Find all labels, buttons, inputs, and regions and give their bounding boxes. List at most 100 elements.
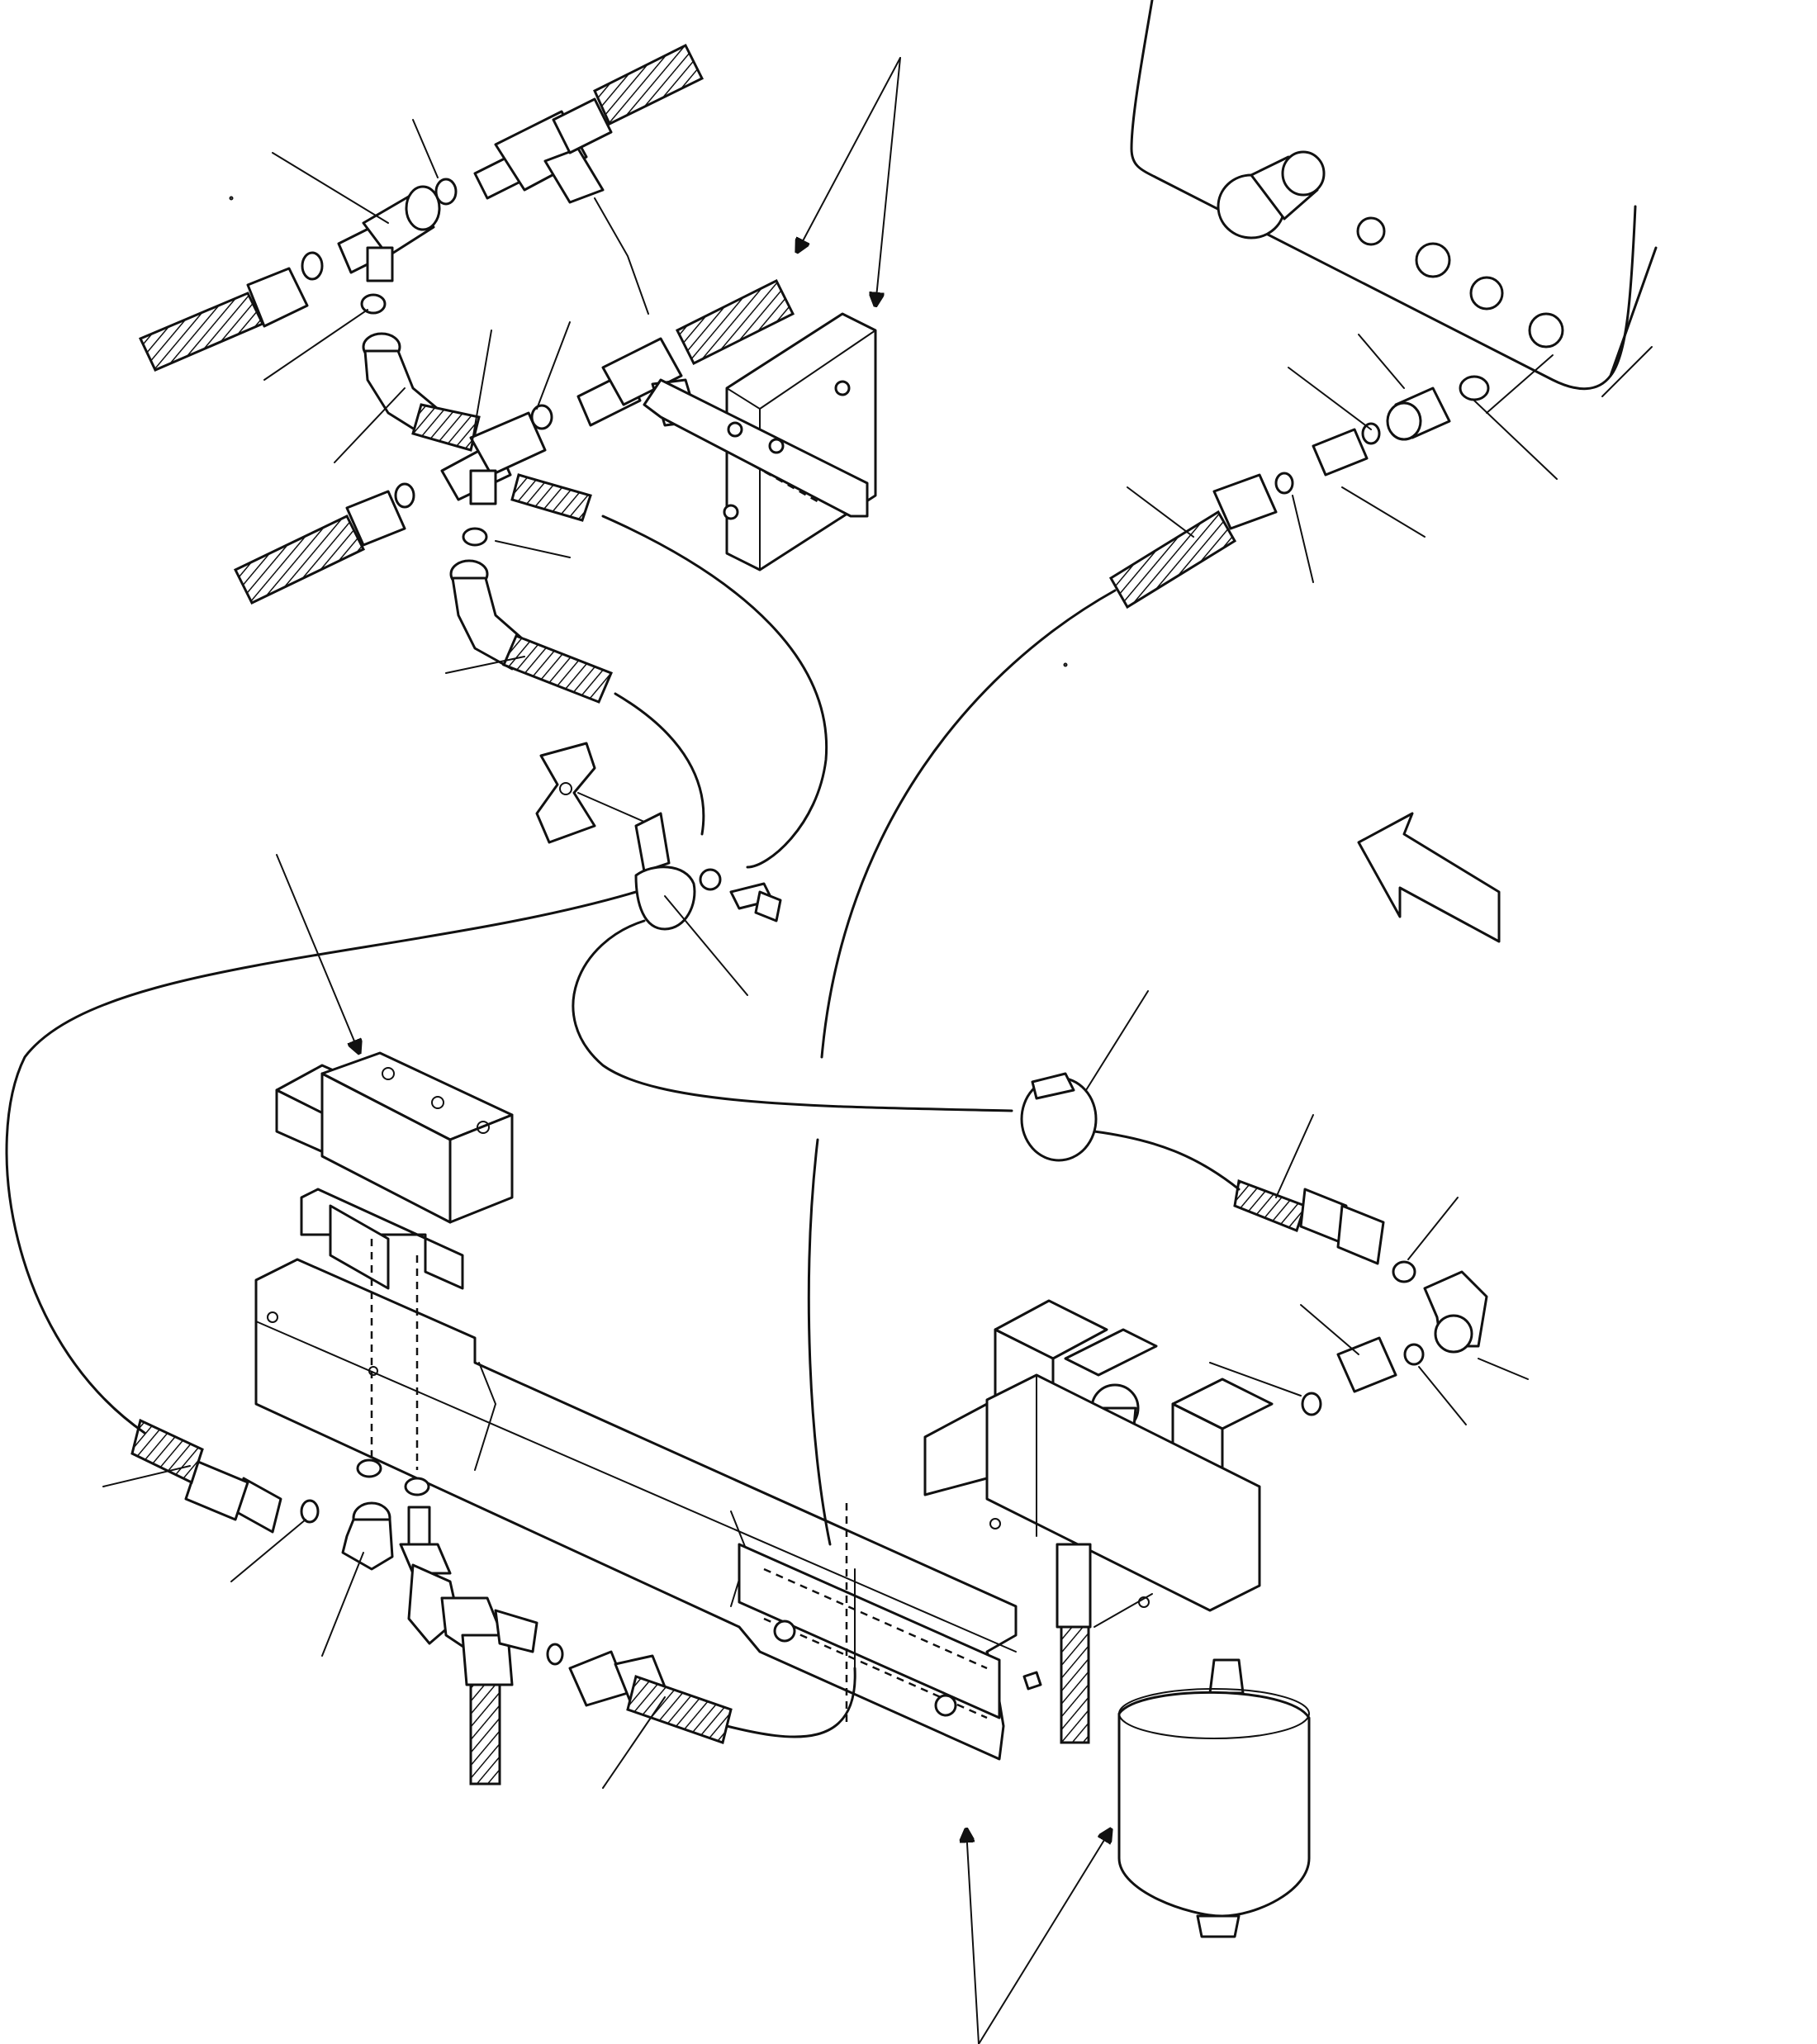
o-ring <box>434 178 458 206</box>
dot-mark <box>229 196 234 201</box>
valve-lower-fittings <box>130 1418 733 1786</box>
pointer-arrow <box>978 1829 1111 2044</box>
o-ring <box>301 251 324 281</box>
hose-end-center-lower <box>568 1650 733 1744</box>
pointer-arrow <box>276 854 359 1053</box>
leader-line <box>334 387 406 463</box>
leader-line <box>230 1519 306 1582</box>
hose-line <box>725 1667 856 1738</box>
elbow-hose-lower <box>449 559 613 704</box>
leader-line <box>1300 1304 1359 1355</box>
hose-line <box>807 1138 832 1546</box>
leader-line <box>1473 400 1558 480</box>
hose-end-right <box>1108 473 1278 609</box>
elbow-hose-middle <box>362 332 481 452</box>
leader-line <box>1288 367 1372 430</box>
leader-line <box>536 321 571 410</box>
o-ring <box>1361 422 1381 445</box>
leader-line <box>1418 1366 1467 1425</box>
control-valve-left <box>275 1051 514 1290</box>
return-port-large <box>1217 150 1326 239</box>
leader-line <box>1358 334 1405 389</box>
leader-line <box>1407 1197 1459 1260</box>
o-ring <box>356 1458 382 1478</box>
tee-fitting-upper <box>337 185 441 282</box>
pointer-arrow <box>875 57 901 306</box>
elbow-fitting-left <box>341 1501 394 1571</box>
upper-left-hose <box>138 267 309 372</box>
leader-line <box>1209 1362 1302 1397</box>
o-ring <box>530 404 553 430</box>
leader-line <box>602 1696 666 1789</box>
hose-end <box>510 473 592 522</box>
leader-lines <box>102 119 1558 1789</box>
leader-line <box>1478 1358 1529 1380</box>
o-ring <box>462 527 488 547</box>
leader-line <box>102 1465 191 1487</box>
o-ring <box>300 1499 320 1524</box>
hydraulic-tank-panel <box>1130 0 1658 397</box>
tee-fitting-middle <box>440 411 547 505</box>
leader-line <box>1292 495 1314 583</box>
right-lower-fittings <box>1233 1179 1488 1416</box>
o-ring <box>1274 472 1294 495</box>
port <box>1469 276 1504 311</box>
pointer-arrow <box>797 57 901 252</box>
leader-line <box>470 330 492 451</box>
hose-line <box>5 890 638 1435</box>
center-line <box>594 197 649 315</box>
elbow-fitting-right <box>1423 1270 1488 1354</box>
o-ring <box>404 1477 430 1496</box>
hose-end-left-lower <box>130 1418 282 1534</box>
pointer-arrow <box>966 1829 980 2044</box>
tank-connector-fittings <box>1108 375 1490 609</box>
leader-line <box>664 895 748 996</box>
hose-line <box>572 919 1013 1112</box>
nipple <box>1312 428 1369 477</box>
solenoid-valve-right <box>923 1299 1274 1744</box>
hose-line <box>820 589 1117 1059</box>
upper-tee-fitting-assembly <box>138 43 795 704</box>
front-direction-arrow <box>1357 812 1501 943</box>
leader-line <box>495 540 571 558</box>
center-line <box>1486 354 1554 414</box>
o-ring <box>1392 1260 1416 1283</box>
hose-line <box>601 515 828 869</box>
leader-line <box>412 119 439 178</box>
leader-line <box>1085 990 1149 1091</box>
port <box>1415 242 1451 278</box>
leader-line <box>1127 486 1194 538</box>
tee-fitting-lower <box>399 1506 538 1786</box>
dot-mark <box>1063 662 1068 667</box>
nipple <box>1336 1336 1397 1393</box>
hose-clamp-ring <box>1020 1072 1098 1162</box>
hydraulic-hoses <box>5 197 1554 1738</box>
upper-right-tee-and-hose <box>473 43 705 204</box>
port <box>1356 216 1386 246</box>
valve-block-top <box>643 312 877 571</box>
o-ring <box>394 482 415 509</box>
o-ring <box>546 1643 564 1666</box>
pointer-arrows <box>276 57 1111 2044</box>
center-line <box>1094 1593 1153 1628</box>
seal-washer <box>1459 375 1490 401</box>
center-line <box>577 792 645 823</box>
port <box>1528 312 1564 349</box>
o-ring <box>360 293 387 315</box>
o-ring <box>1301 1392 1322 1416</box>
accumulator-tank <box>1117 1658 1311 1938</box>
support-frame-beam <box>254 1258 1042 1761</box>
hose-line <box>1093 1130 1241 1191</box>
middle-left-hose <box>233 490 406 605</box>
hose-line <box>614 692 705 836</box>
hose-clamp-bracket <box>535 742 782 931</box>
leader-line <box>445 656 525 674</box>
o-ring <box>1403 1343 1425 1366</box>
leader-line <box>1341 486 1426 538</box>
leader-line <box>272 152 389 224</box>
leader-line <box>263 309 368 381</box>
leader-line <box>321 1552 364 1657</box>
leader-line <box>1275 1114 1314 1198</box>
hose-right-lower <box>1233 1179 1307 1232</box>
